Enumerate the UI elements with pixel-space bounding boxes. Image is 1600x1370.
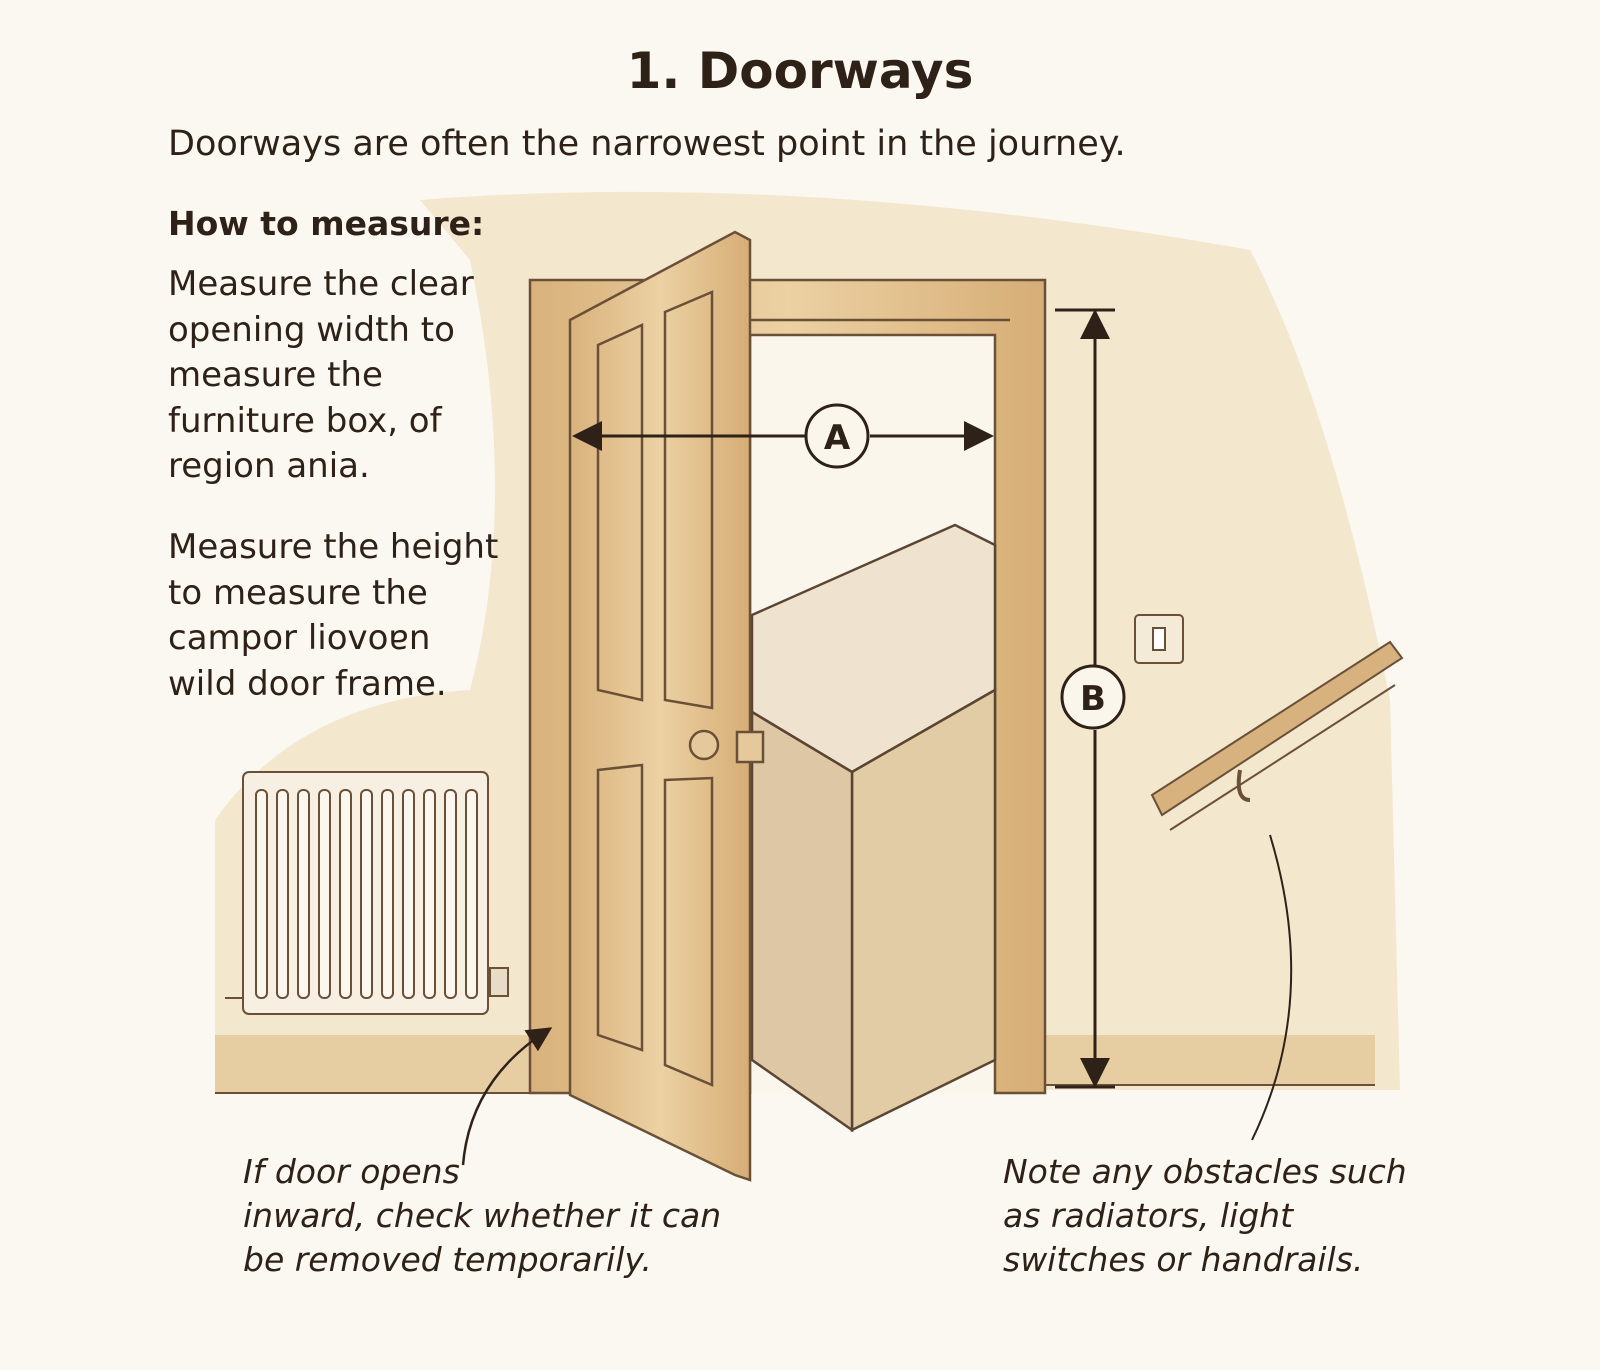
width-instructions: Measure the clear opening width to measu… bbox=[168, 262, 474, 490]
light-switch-icon bbox=[1134, 614, 1184, 664]
handrail-icon bbox=[1150, 640, 1404, 831]
how-to-heading: How to measure: bbox=[168, 204, 485, 243]
radiator-fin bbox=[297, 789, 310, 999]
text-line: be removed temporarily. bbox=[243, 1240, 652, 1279]
text-line: campor liovoɐn bbox=[168, 618, 431, 658]
radiator-fin bbox=[276, 789, 289, 999]
radiator-fin bbox=[381, 789, 394, 999]
obstacles-caption: Note any obstacles such as radiators, li… bbox=[1003, 1150, 1407, 1282]
door-knob bbox=[688, 729, 720, 761]
text-line: region ania. bbox=[168, 446, 370, 486]
height-dimension-b bbox=[1055, 308, 1126, 1089]
text-line: furniture box, of bbox=[168, 400, 442, 441]
radiator-fin bbox=[444, 789, 457, 999]
page-title: 1. Doorways bbox=[626, 42, 974, 100]
radiator-icon bbox=[225, 771, 509, 1015]
width-dimension-a bbox=[572, 403, 994, 469]
subtitle: Doorways are often the narrowest point i… bbox=[168, 124, 1126, 164]
text-line: inward, check whether it can bbox=[243, 1196, 722, 1235]
text-line: switches or handrails. bbox=[1003, 1240, 1364, 1279]
radiator-fin bbox=[360, 789, 373, 999]
label-b: B bbox=[1080, 679, 1106, 719]
furniture-box bbox=[750, 523, 997, 1133]
text-line: as radiators, light bbox=[1003, 1196, 1294, 1235]
pointer-arrow-door bbox=[461, 1027, 553, 1166]
height-instructions: Measure the height to measure the campor… bbox=[168, 525, 498, 707]
text-line: Note any obstacles such bbox=[1003, 1152, 1407, 1191]
text-line: Measure the clear bbox=[168, 264, 474, 304]
open-door bbox=[568, 230, 765, 1182]
radiator-fin bbox=[255, 789, 268, 999]
radiator-fin bbox=[465, 789, 478, 999]
text-line: opening width to bbox=[168, 309, 455, 350]
text-line: If door opens bbox=[243, 1152, 460, 1191]
radiator-fin bbox=[402, 789, 415, 999]
radiator-fin bbox=[339, 789, 352, 999]
radiator-fin bbox=[318, 789, 331, 999]
radiator-fin bbox=[423, 789, 436, 999]
door-caption: If door opens inward, check whether it c… bbox=[243, 1150, 721, 1282]
text-line: Measure the height bbox=[168, 527, 499, 567]
text-line: to measure the bbox=[168, 572, 428, 613]
pointer-line-obstacles bbox=[1251, 834, 1293, 1141]
text-line: wild door frame. bbox=[168, 663, 447, 704]
label-a: A bbox=[824, 418, 851, 458]
text-line: measure the bbox=[168, 355, 383, 395]
